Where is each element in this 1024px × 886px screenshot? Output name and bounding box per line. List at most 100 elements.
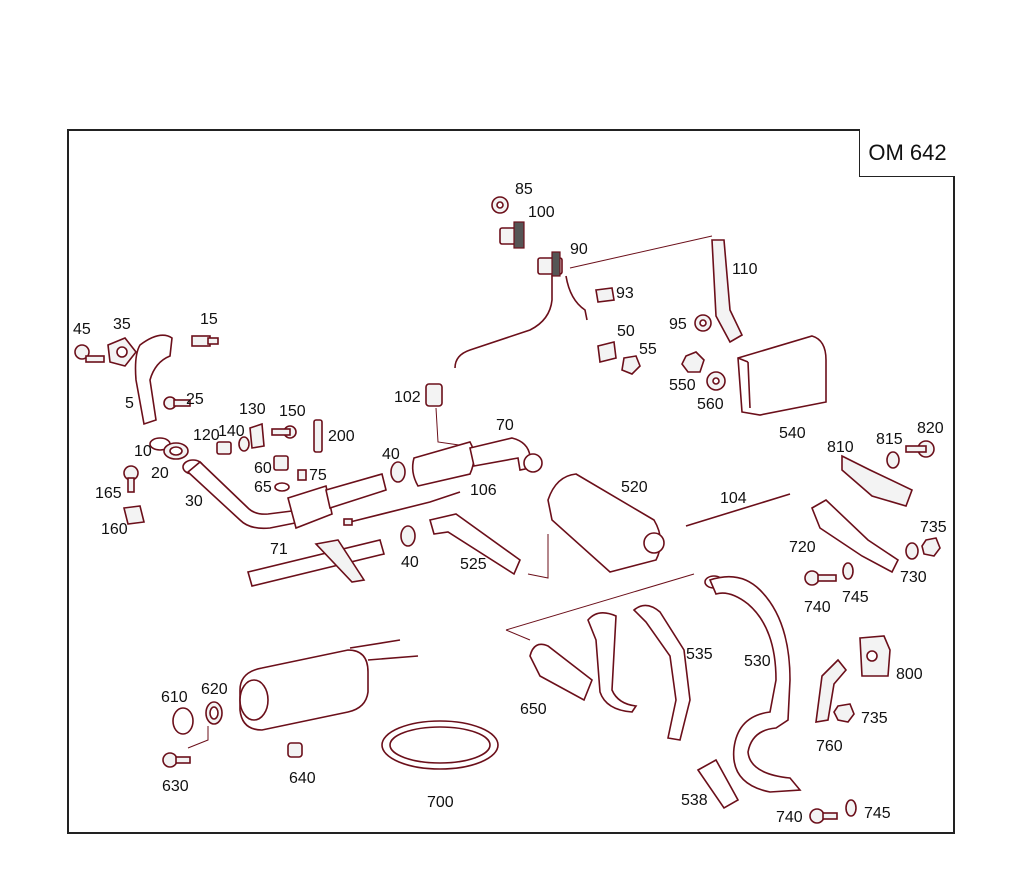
- callout-label-93: 93: [616, 285, 634, 302]
- sensor-line-2: [565, 275, 588, 321]
- callout-label-70: 70: [496, 417, 514, 434]
- part-40-clamp-lower[interactable]: [400, 525, 416, 547]
- part-40-clamp-upper[interactable]: [390, 461, 406, 483]
- callout-label-740a: 740: [804, 599, 831, 616]
- callout-label-720: 720: [789, 539, 816, 556]
- part-70-dpf[interactable]: [411, 437, 543, 487]
- part-520-muffler[interactable]: [547, 473, 665, 573]
- callout-label-25: 25: [186, 391, 204, 408]
- part-550-nut[interactable]: [681, 351, 705, 373]
- part-35-gasket[interactable]: [107, 337, 138, 367]
- part-60-plug[interactable]: [273, 455, 289, 471]
- part-800-hanger[interactable]: [859, 635, 891, 677]
- part-55-nut[interactable]: [621, 355, 641, 375]
- callout-label-10: 10: [134, 443, 152, 460]
- part-150-bolt[interactable]: [271, 425, 297, 439]
- callout-label-110: 110: [732, 261, 758, 278]
- part-104-rod[interactable]: [685, 493, 791, 527]
- callout-label-745a: 745: [842, 589, 869, 606]
- part-65-seal[interactable]: [274, 482, 290, 492]
- part-25-bolt[interactable]: [163, 396, 191, 410]
- part-735-nut-b[interactable]: [833, 703, 855, 723]
- part-45-bolt[interactable]: [74, 344, 105, 363]
- part-71-pipe[interactable]: [247, 539, 385, 587]
- callout-label-95: 95: [669, 316, 687, 333]
- callout-label-630: 630: [162, 778, 189, 795]
- part-700-exhaust-ring[interactable]: [381, 720, 499, 770]
- callout-label-30: 30: [185, 493, 203, 510]
- callout-label-800: 800: [896, 666, 923, 683]
- catalytic-converter[interactable]: [287, 473, 387, 530]
- callout-label-745b: 745: [864, 805, 891, 822]
- callout-label-740b: 740: [776, 809, 803, 826]
- callout-label-55: 55: [639, 341, 657, 358]
- part-20-clamp[interactable]: [163, 442, 189, 460]
- part-160-bracket[interactable]: [123, 505, 145, 525]
- callout-label-15: 15: [200, 311, 218, 328]
- callout-label-730: 730: [900, 569, 927, 586]
- part-560-washer[interactable]: [706, 371, 726, 391]
- part-75-nut[interactable]: [297, 469, 307, 481]
- part-530-tail-pipe[interactable]: [704, 575, 802, 793]
- part-100-pressure-sensor[interactable]: [499, 221, 525, 249]
- part-15-bolt[interactable]: [191, 335, 219, 347]
- part-815-washer[interactable]: [886, 451, 900, 469]
- part-630-bolt[interactable]: [162, 752, 191, 768]
- part-90-sensor-bracket[interactable]: [537, 251, 563, 277]
- part-620-clamp[interactable]: [205, 701, 223, 725]
- callout-label-735a: 735: [920, 519, 947, 536]
- part-165-bolt[interactable]: [123, 465, 139, 493]
- part-740-bolt-b[interactable]: [809, 808, 838, 824]
- part-106-sensor-line[interactable]: [343, 491, 461, 526]
- part-540-heat-shield[interactable]: [737, 335, 827, 416]
- callout-label-820: 820: [917, 420, 944, 437]
- callout-label-130: 130: [239, 401, 266, 418]
- part-93-clip[interactable]: [595, 287, 615, 303]
- callout-label-520: 520: [621, 479, 648, 496]
- callout-label-535: 535: [686, 646, 713, 663]
- part-538-tip[interactable]: [696, 758, 740, 810]
- callout-label-150: 150: [279, 403, 306, 420]
- callout-label-120: 120: [193, 427, 220, 444]
- part-102-bushing[interactable]: [425, 383, 443, 407]
- callout-label-810: 810: [827, 439, 854, 456]
- diagram-frame: [67, 129, 955, 834]
- callout-label-45: 45: [73, 321, 91, 338]
- part-95-washer[interactable]: [694, 314, 712, 332]
- callout-label-40b: 40: [401, 554, 419, 571]
- part-610-ring[interactable]: [172, 707, 194, 735]
- part-810-bracket[interactable]: [841, 454, 914, 507]
- part-740-bolt-a[interactable]: [804, 570, 837, 586]
- part-720-bracket[interactable]: [810, 499, 900, 574]
- part-200-sensor[interactable]: [313, 419, 323, 453]
- part-760-bracket[interactable]: [815, 658, 848, 723]
- part-140-washer[interactable]: [238, 436, 250, 452]
- part-730-washer[interactable]: [905, 542, 919, 560]
- part-50-clamp[interactable]: [597, 341, 617, 363]
- part-745-washer-b[interactable]: [845, 799, 857, 817]
- callout-label-610: 610: [161, 689, 188, 706]
- part-735-nut-a[interactable]: [921, 537, 941, 557]
- part-745-washer-a[interactable]: [842, 562, 854, 580]
- callout-label-102: 102: [394, 389, 421, 406]
- part-110-bracket[interactable]: [711, 239, 744, 344]
- part-535-pipe[interactable]: [632, 604, 691, 741]
- part-85-washer[interactable]: [491, 196, 509, 214]
- part-130-bracket[interactable]: [249, 422, 265, 449]
- callout-label-140: 140: [218, 423, 245, 440]
- part-650-rear-muffler[interactable]: [529, 612, 638, 713]
- callout-label-550: 550: [669, 377, 696, 394]
- part-820-bolt[interactable]: [905, 440, 935, 458]
- part-5-downpipe[interactable]: [134, 334, 173, 426]
- callout-label-200: 200: [328, 428, 355, 445]
- callout-label-540: 540: [779, 425, 806, 442]
- callout-label-100: 100: [528, 204, 555, 221]
- part-640-nut[interactable]: [287, 742, 303, 758]
- main-muffler[interactable]: [239, 639, 419, 731]
- part-120-nut[interactable]: [216, 441, 232, 455]
- part-525-pipe[interactable]: [428, 513, 521, 576]
- callout-label-50: 50: [617, 323, 635, 340]
- callout-label-160: 160: [101, 521, 128, 538]
- callout-label-65: 65: [254, 479, 272, 496]
